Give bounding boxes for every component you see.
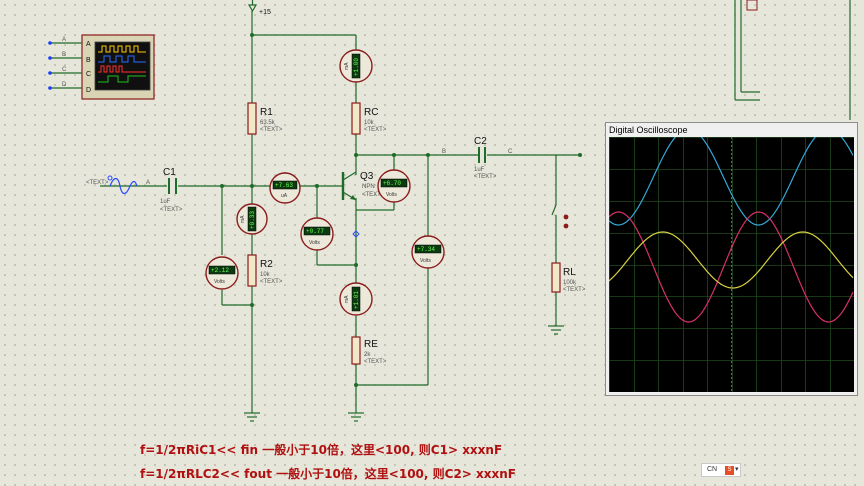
svg-text:+0.33: +0.33 — [249, 211, 256, 229]
transistor-q3[interactable]: Q3 NPN <TEXT> — [341, 171, 385, 238]
ime-language: CN — [707, 466, 718, 473]
ammeter-collector-supply: +1.00 mA — [339, 49, 373, 83]
resistor-re[interactable]: RE 2k <TEXT> — [351, 336, 387, 365]
svg-text:D: D — [86, 87, 91, 94]
load-switch[interactable] — [551, 204, 569, 229]
formula-output-coupling: f=1/2πRLC2<< fout 一般小于10倍，这里<100, 则C2> x… — [140, 467, 516, 481]
voltmeter-collector: +7.34 Volts — [411, 235, 445, 269]
svg-text:10k: 10k — [364, 120, 375, 126]
svg-text:<TEXT>: <TEXT> — [364, 127, 387, 133]
resistor-r1[interactable]: R1 63.5k <TEXT> — [247, 102, 283, 135]
svg-text:RE: RE — [364, 339, 378, 350]
svg-text:C: C — [86, 71, 91, 78]
svg-text:Volts: Volts — [386, 192, 397, 198]
svg-text:mA: mA — [240, 215, 246, 223]
signal-source[interactable]: <TEXT> A — [86, 175, 150, 195]
svg-text:B: B — [86, 57, 91, 64]
svg-text:mA: mA — [344, 295, 350, 303]
svg-text:R1: R1 — [260, 107, 273, 118]
capacitor-c2[interactable]: C2 1uF <TEXT> B C — [442, 136, 513, 180]
ammeter-r2: +0.33 mA — [236, 203, 268, 235]
ime-icon: S — [725, 466, 734, 475]
trace-magenta — [608, 211, 854, 323]
svg-text:NPN: NPN — [362, 184, 375, 190]
ime-indicator[interactable]: CN S ▾ — [701, 463, 741, 477]
capacitor-c1[interactable]: C1 1uF <TEXT> — [160, 167, 183, 213]
svg-text:+0.77: +0.77 — [306, 228, 324, 235]
svg-text:R2: R2 — [260, 259, 273, 270]
svg-text:C: C — [508, 149, 513, 155]
svg-text:100k: 100k — [563, 280, 577, 286]
svg-text:<TEXT>: <TEXT> — [260, 279, 283, 285]
ground-symbol — [244, 412, 260, 422]
ammeter-base: +7.63 uA — [269, 172, 301, 204]
svg-text:Q3: Q3 — [360, 171, 374, 182]
svg-text:+7.63: +7.63 — [275, 182, 293, 189]
oscilloscope-screen — [608, 128, 855, 393]
svg-text:A: A — [146, 180, 150, 186]
svg-text:2k: 2k — [364, 352, 371, 358]
logic-analyzer[interactable]: A B C D A B C D — [48, 34, 155, 100]
svg-text:C2: C2 — [474, 136, 487, 147]
ammeter-emitter: +1.01 mA — [339, 282, 373, 316]
voltmeter-base-emitter: +0.77 Volts — [300, 217, 334, 251]
oscilloscope-window[interactable]: Digital Oscilloscope — [605, 122, 858, 396]
svg-text:+1.00: +1.00 — [353, 58, 360, 76]
resistor-rc[interactable]: RC 10k <TEXT> — [351, 102, 387, 135]
supply-terminal: +15 — [247, 0, 271, 16]
chevron-down-icon[interactable]: ▾ — [735, 466, 739, 473]
svg-text:<TEXT>: <TEXT> — [364, 359, 387, 365]
voltmeter-base: +2.12 Volts — [205, 256, 239, 290]
resistor-rl[interactable]: RL 100k <TEXT> — [551, 262, 586, 293]
svg-text:+2.12: +2.12 — [211, 267, 229, 274]
svg-text:mA: mA — [344, 62, 350, 70]
oscilloscope-title: Digital Oscilloscope — [609, 125, 688, 135]
svg-text:Volts: Volts — [309, 240, 320, 246]
svg-text:RC: RC — [364, 107, 378, 118]
svg-text:A: A — [86, 41, 91, 48]
trace-yellow — [608, 231, 854, 289]
svg-text:<TEXT>: <TEXT> — [260, 127, 283, 133]
svg-text:Volts: Volts — [420, 258, 431, 264]
svg-text:<TEXT>: <TEXT> — [86, 180, 109, 186]
svg-text:<TEXT>: <TEXT> — [362, 192, 385, 198]
resistor-r2[interactable]: R2 10k <TEXT> — [247, 254, 283, 287]
trace-cyan — [608, 128, 854, 226]
svg-text:<TEXT>: <TEXT> — [474, 174, 497, 180]
svg-text:+15: +15 — [259, 9, 271, 16]
svg-text:+1.01: +1.01 — [353, 291, 360, 309]
voltmeter-collector-emitter: +6.70 Volts — [377, 169, 411, 203]
svg-text:<TEXT>: <TEXT> — [563, 287, 586, 293]
svg-text:Volts: Volts — [214, 279, 225, 285]
svg-text:<TEXT>: <TEXT> — [160, 207, 183, 213]
svg-text:B: B — [62, 52, 66, 58]
ground-symbol — [548, 325, 564, 335]
svg-text:uA: uA — [281, 193, 288, 199]
svg-text:63.5k: 63.5k — [260, 120, 276, 126]
svg-text:C1: C1 — [163, 167, 176, 178]
svg-text:+7.34: +7.34 — [417, 246, 435, 253]
svg-text:1uF: 1uF — [160, 199, 171, 205]
svg-text:RL: RL — [563, 267, 576, 278]
svg-text:C: C — [62, 67, 67, 73]
svg-text:D: D — [62, 82, 67, 88]
svg-text:B: B — [442, 149, 446, 155]
svg-text:+6.70: +6.70 — [383, 180, 401, 187]
ground-symbol — [348, 412, 364, 422]
svg-text:1uF: 1uF — [474, 167, 485, 173]
svg-text:10k: 10k — [260, 272, 271, 278]
svg-text:A: A — [62, 37, 66, 43]
formula-input-coupling: f=1/2πRiC1<< fin 一般小于10倍，这里<100, 则C1> xx… — [140, 443, 503, 457]
